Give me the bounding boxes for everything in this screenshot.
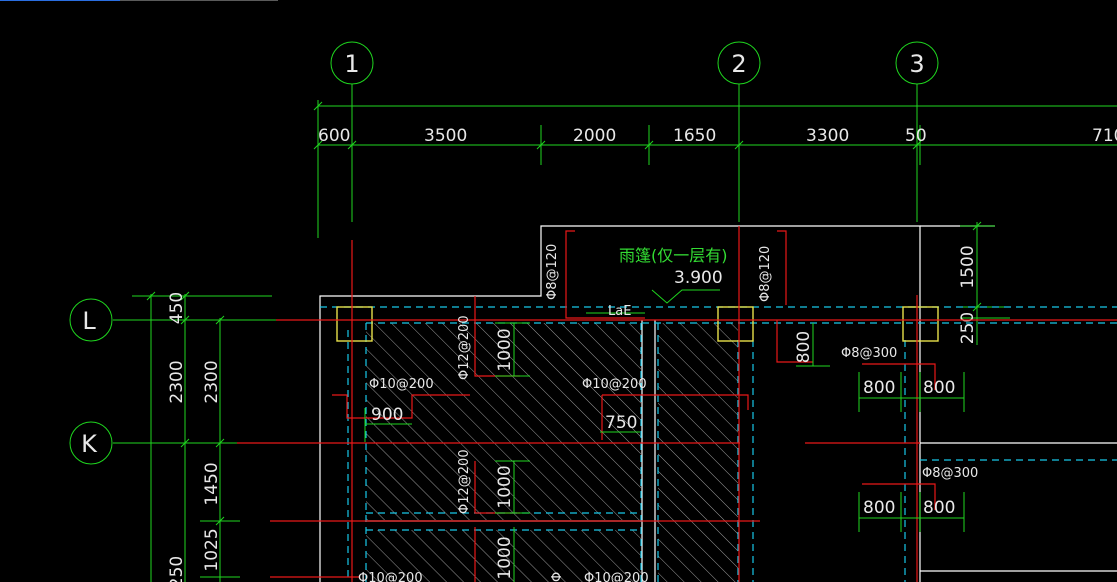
dim-slab-800-c: 800 — [863, 498, 895, 518]
dim-left-250: 250 — [167, 556, 187, 582]
canopy-elevation-marker — [586, 289, 720, 314]
column-L1[interactable] — [336, 306, 373, 342]
dim-left-1450: 1450 — [202, 462, 222, 505]
axis-label-3: 3 — [909, 50, 924, 78]
rebar-slab-bot-mid: Φ10@200 — [584, 571, 649, 582]
dim-slab-1000-b: 1000 — [495, 465, 515, 508]
axis-label-K: K — [81, 430, 98, 458]
rebar-right-top: Φ8@300 — [841, 346, 897, 361]
rebar-lines — [237, 226, 1117, 582]
rebar-slab-top-left: Φ10@200 — [369, 377, 434, 392]
dim-slab-800-v: 800 — [794, 331, 814, 363]
dim-right-1500: 1500 — [958, 245, 978, 288]
dim-top-1650: 1650 — [673, 126, 716, 146]
left-dimension-lines — [132, 291, 305, 582]
rebar-right-mid: Φ8@300 — [922, 466, 978, 481]
axis-bubble-3[interactable] — [895, 41, 939, 85]
column-L2[interactable] — [717, 306, 754, 342]
dim-slab-800-b: 800 — [923, 378, 955, 398]
dim-left-1025: 1025 — [202, 528, 222, 571]
axis-bubble-K[interactable] — [69, 421, 113, 465]
dim-left-2300-inner: 2300 — [202, 360, 222, 403]
rebar-slab-top-mid: Φ10@200 — [582, 377, 647, 392]
dim-top-50: 50 — [905, 126, 927, 146]
rebar-slab-bot-vert: Φ — [550, 572, 565, 582]
top-dimension-lines — [313, 100, 1117, 238]
axis-bubble-L[interactable] — [69, 298, 113, 342]
axis-bubble-2[interactable] — [717, 41, 761, 85]
dim-slab-750: 750 — [605, 413, 637, 433]
dim-top-3500: 3500 — [424, 126, 467, 146]
dim-right-250: 250 — [958, 312, 978, 344]
axis-label-L: L — [82, 307, 96, 335]
dim-top-2000: 2000 — [573, 126, 616, 146]
slab-hatch-regions — [366, 323, 738, 582]
rebar-slab-bot-left: Φ10@200 — [358, 571, 423, 582]
dim-top-600: 600 — [318, 126, 350, 146]
rebar-canopy-right: Φ8@120 — [758, 246, 773, 302]
dim-top-710: 710 — [1092, 126, 1117, 146]
canopy-elevation: 3.900 — [674, 268, 723, 288]
axis-label-1: 1 — [344, 50, 359, 78]
columns — [336, 306, 939, 342]
dim-slab-1000-c: 1000 — [495, 536, 515, 579]
dim-slab-900: 900 — [371, 405, 403, 425]
axis-bubble-1[interactable] — [330, 41, 374, 85]
column-L3[interactable] — [902, 306, 939, 342]
slab-dimension-lines — [364, 322, 965, 582]
canopy-anchor-label: LaE — [608, 304, 631, 319]
dim-top-3300: 3300 — [806, 126, 849, 146]
dim-slab-800-d: 800 — [923, 498, 955, 518]
dim-slab-1000-a: 1000 — [495, 328, 515, 371]
axis-label-2: 2 — [731, 50, 746, 78]
dim-slab-800-a: 800 — [863, 378, 895, 398]
rebar-canopy-left: Φ8@120 — [545, 244, 560, 300]
canopy-note: 雨篷(仅一层有) — [619, 246, 728, 265]
rebar-slab-vert-2: Φ12@200 — [457, 449, 472, 514]
dim-left-2300-outer: 2300 — [167, 360, 187, 403]
rebar-slab-vert-1: Φ12@200 — [457, 315, 472, 380]
dim-left-450: 450 — [167, 292, 187, 324]
